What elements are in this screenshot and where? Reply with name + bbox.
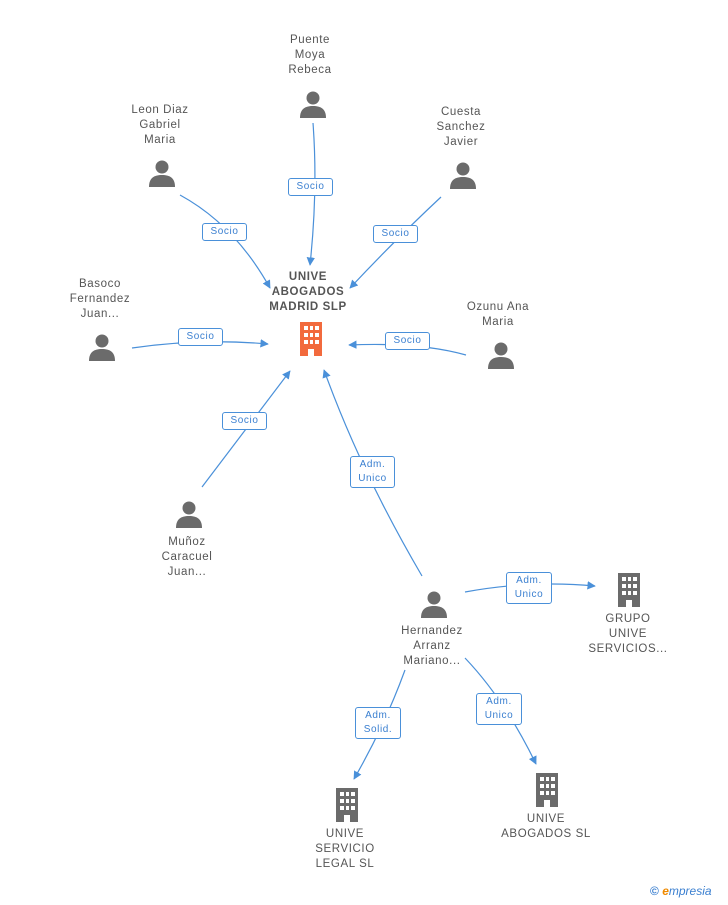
edge-label-socio: Socio (202, 223, 247, 241)
company-label-grupo[interactable]: GRUPO UNIVE SERVICIOS... (588, 613, 668, 655)
building-icon[interactable] (618, 573, 640, 607)
person-label-basoco[interactable]: Basoco Fernandez Juan... (69, 278, 131, 320)
edge-label-adm-solid: Adm. Solid. (355, 707, 401, 739)
person-icon[interactable] (450, 162, 476, 190)
edge-label-socio: Socio (288, 178, 333, 196)
edge-label-adm-unico: Adm. Unico (350, 456, 395, 488)
copyright-icon: © (650, 884, 659, 898)
person-icon[interactable] (421, 591, 447, 619)
edge-label-socio: Socio (178, 328, 223, 346)
person-label-cuesta[interactable]: Cuesta Sanchez Javier (436, 106, 486, 148)
person-icon[interactable] (300, 91, 326, 119)
person-label-puente[interactable]: Puente Moya Rebeca (288, 34, 332, 76)
company-label-abogados[interactable]: UNIVE ABOGADOS SL (501, 813, 591, 840)
center-building-icon[interactable] (300, 322, 322, 356)
center-company-label[interactable]: UNIVE ABOGADOS MADRID SLP (269, 271, 347, 313)
person-label-munoz[interactable]: Muñoz Caracuel Juan... (161, 536, 213, 578)
edge-label-socio: Socio (373, 225, 418, 243)
person-label-ozunu[interactable]: Ozunu Ana Maria (466, 301, 530, 328)
person-icon[interactable] (488, 342, 514, 370)
edge-label-adm-unico: Adm. Unico (476, 693, 522, 725)
person-icon[interactable] (176, 501, 202, 529)
person-label-leon[interactable]: Leon Diaz Gabriel Maria (131, 104, 189, 146)
edge-label-socio: Socio (385, 332, 430, 350)
edge-label-socio: Socio (222, 412, 267, 430)
edge-label-adm-unico: Adm. Unico (506, 572, 552, 604)
brand-logo: © empresia (650, 884, 712, 898)
person-label-hernandez[interactable]: Hernandez Arranz Mariano... (401, 625, 463, 667)
person-icon[interactable] (149, 160, 175, 188)
building-icon[interactable] (336, 788, 358, 822)
company-label-servicio[interactable]: UNIVE SERVICIO LEGAL SL (315, 828, 375, 870)
building-icon[interactable] (536, 773, 558, 807)
person-icon[interactable] (89, 334, 115, 362)
